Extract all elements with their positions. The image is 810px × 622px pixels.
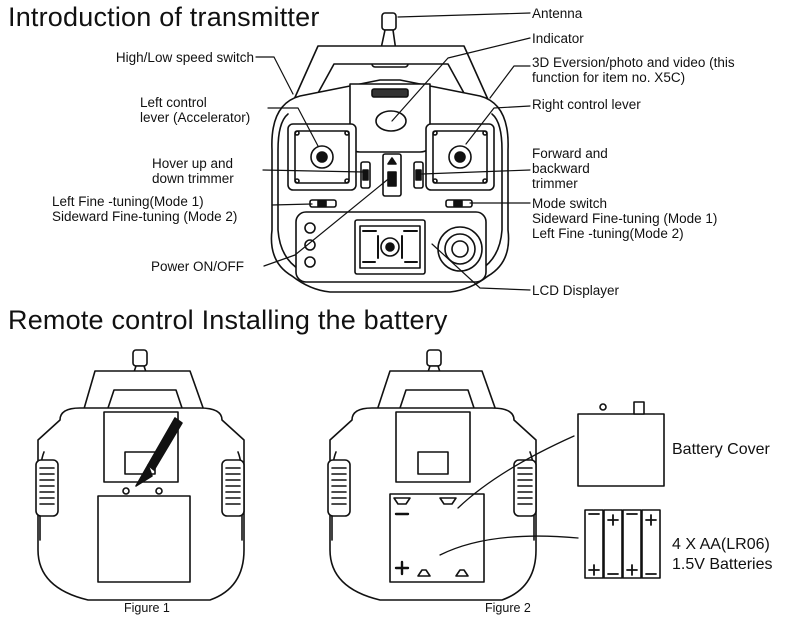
aa-batteries-icon: [584, 509, 661, 579]
figure1-drawing: [35, 349, 245, 601]
label-forward-line3: trimmer: [532, 176, 578, 191]
label-mode-switch-line1: Mode switch: [532, 196, 608, 211]
label-left-fine-tuning: Left Fine -tuning(Mode 1) Sideward Fine-…: [52, 194, 237, 224]
label-lcd: LCD Displayer: [532, 283, 620, 298]
battery-cover-icon: [577, 401, 665, 487]
label-right-control-lever: Right control lever: [532, 97, 641, 112]
intro-heading: Introduction of transmitter: [8, 2, 320, 32]
left-control-lever: [287, 123, 357, 191]
label-left-fine-line2: Sideward Fine-tuning (Mode 2): [52, 209, 238, 224]
label-forward-line2: backward: [532, 161, 590, 176]
label-forward-line1: Forward and: [532, 146, 608, 161]
label-mode-switch-line2: Sideward Fine-tuning (Mode 1): [532, 211, 718, 226]
label-left-lever-line2: lever (Accelerator): [140, 110, 251, 125]
label-3d-eversion: 3D Eversion/photo and video (this functi…: [532, 55, 735, 85]
label-power: Power ON/OFF: [151, 259, 245, 274]
label-batteries: 4 X AA(LR06) 1.5V Batteries: [672, 535, 773, 575]
label-hover-trimmer: Hover up and down trimmer: [152, 156, 234, 186]
label-batteries-line2: 1.5V Batteries: [672, 556, 773, 573]
indicator-light: [375, 110, 407, 132]
label-hover-line2: down trimmer: [152, 171, 234, 186]
label-mode-switch: Mode switch Sideward Fine-tuning (Mode 1…: [532, 196, 717, 241]
figure2-drawing: [327, 349, 579, 601]
label-3d-eversion-line2: function for item no. X5C): [532, 70, 686, 85]
label-left-lever-line1: Left control: [140, 95, 207, 110]
caption-figure1: Figure 1: [124, 601, 170, 615]
label-forward-backward-trimmer: Forward and backward trimmer: [532, 146, 608, 191]
label-antenna: Antenna: [532, 6, 583, 21]
label-high-low-switch: High/Low speed switch: [115, 50, 254, 65]
caption-figure2: Figure 2: [485, 601, 531, 615]
right-control-lever: [425, 123, 495, 191]
label-left-fine-line1: Left Fine -tuning(Mode 1): [52, 194, 204, 209]
battery-heading: Remote control Installing the battery: [8, 305, 448, 335]
label-indicator: Indicator: [532, 31, 584, 46]
label-battery-cover: Battery Cover: [672, 441, 770, 458]
label-3d-eversion-line1: 3D Eversion/photo and video (this: [532, 55, 735, 70]
label-mode-switch-line3: Left Fine -tuning(Mode 2): [532, 226, 684, 241]
label-batteries-line1: 4 X AA(LR06): [672, 536, 770, 553]
transmitter-front-drawing: [255, 12, 531, 293]
power-switch: [304, 222, 316, 234]
label-hover-line1: Hover up and: [152, 156, 234, 171]
label-left-control-lever: Left control lever (Accelerator): [140, 95, 250, 125]
